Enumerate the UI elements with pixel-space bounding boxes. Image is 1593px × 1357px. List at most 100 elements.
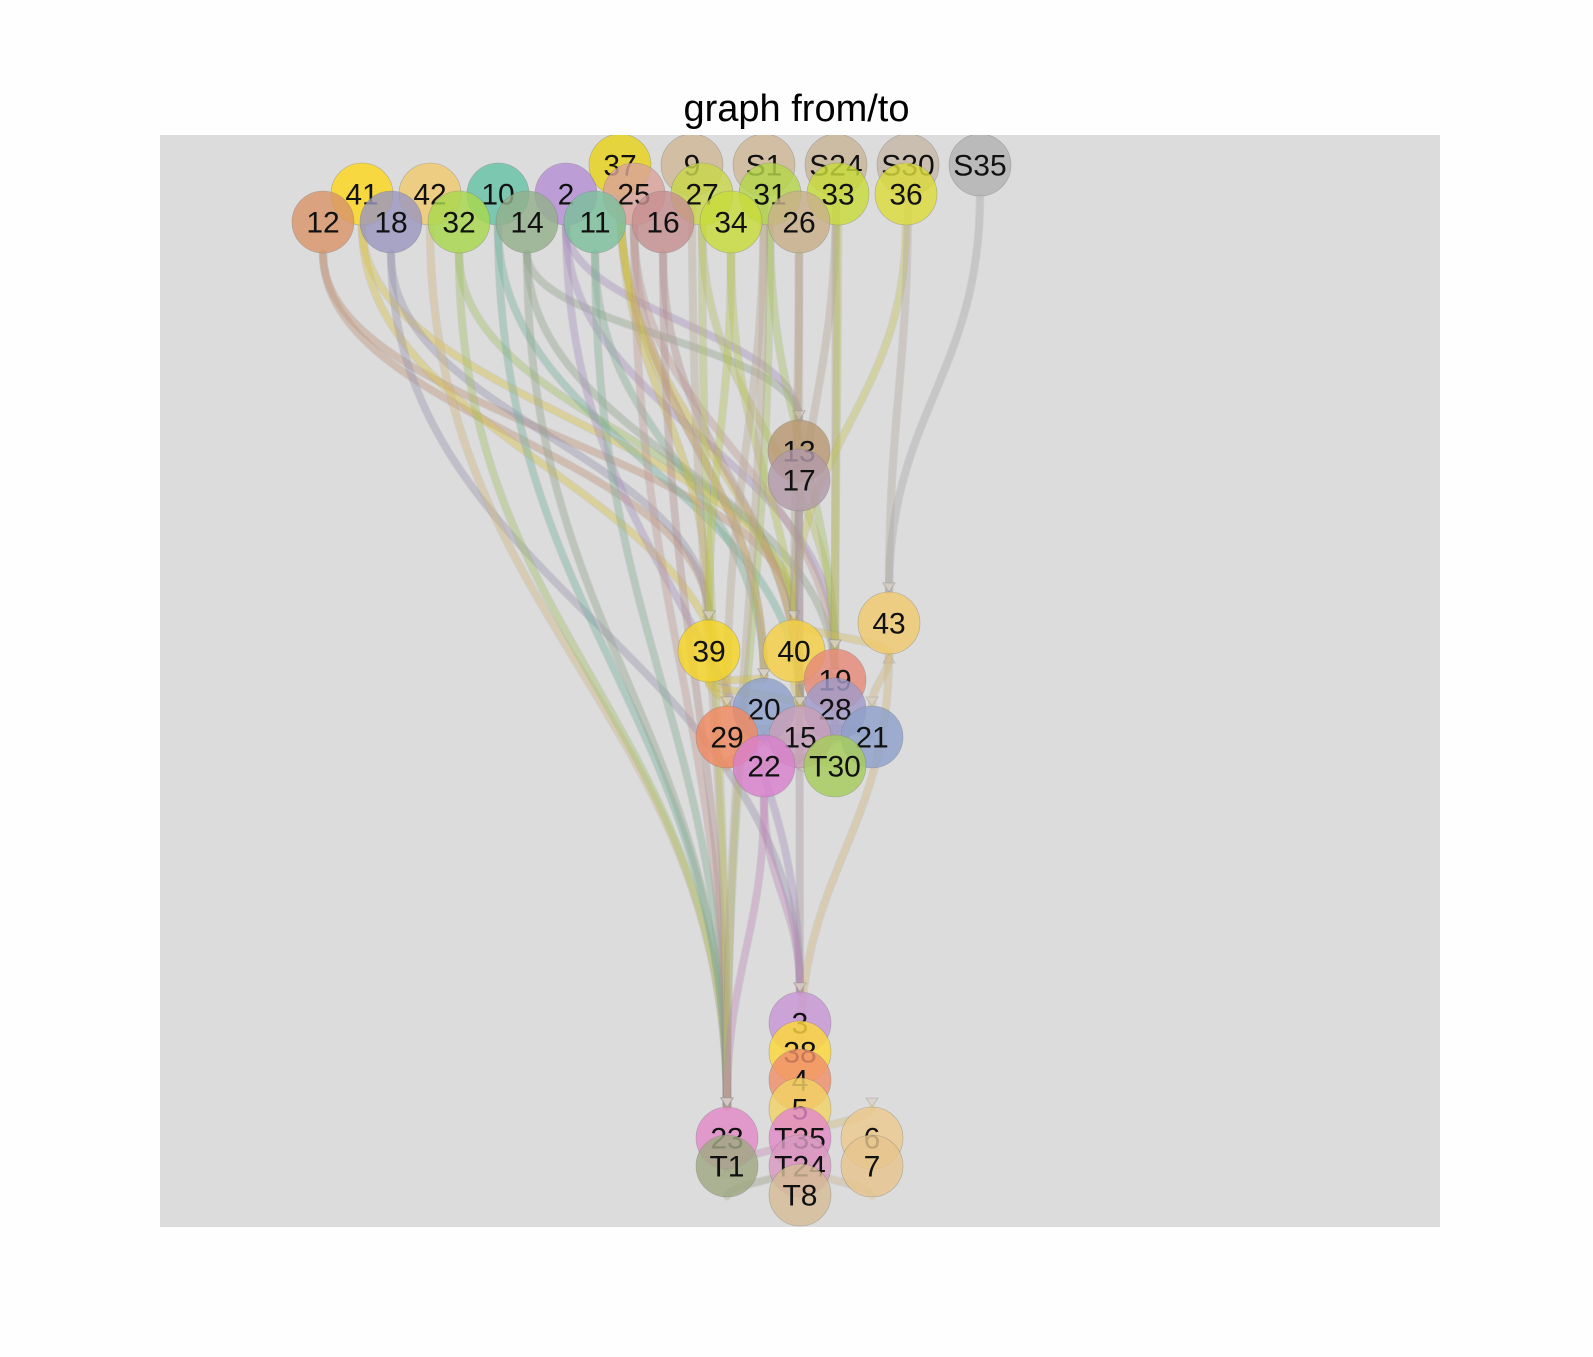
edge-outline xyxy=(722,195,769,707)
edge-outline xyxy=(830,195,841,650)
edge-arrowhead xyxy=(787,610,801,621)
edge-32-to-40 xyxy=(455,249,798,624)
node-14: 14 xyxy=(495,190,559,254)
node-label: 26 xyxy=(782,207,815,240)
edge-outline xyxy=(386,252,714,621)
edge-outline xyxy=(615,195,805,707)
edge-arrowhead xyxy=(757,668,771,679)
edge-outline xyxy=(386,252,805,993)
edge-25-to-23 xyxy=(630,221,731,1111)
edge-22-to-3 xyxy=(760,793,804,996)
node-circle xyxy=(803,734,867,798)
node-label: 11 xyxy=(579,207,610,240)
edge-S24-to-19 xyxy=(831,192,840,653)
edge-outline xyxy=(704,252,736,621)
node-label: S35 xyxy=(953,150,1006,183)
edge-arrowhead xyxy=(792,410,806,421)
node-12: 12 xyxy=(291,190,355,254)
edge-outline xyxy=(318,252,799,621)
edge-outline xyxy=(629,224,840,679)
edge-arrowhead xyxy=(865,696,879,707)
edge-outline xyxy=(629,224,732,1108)
edge-S30-to-43 xyxy=(885,192,912,596)
edge-arrowhead xyxy=(793,982,807,993)
node-circle xyxy=(767,190,831,254)
plot-panel: 379S1S24S30S3541421022527313336121832141… xyxy=(160,135,1440,1227)
node-label: 7 xyxy=(864,1151,881,1184)
node-label: 18 xyxy=(374,207,407,240)
edge-outline xyxy=(722,224,775,1108)
edge-arrowhead xyxy=(882,582,896,593)
edge-outline xyxy=(590,252,732,1108)
node-circle xyxy=(563,190,627,254)
node-34: 34 xyxy=(699,190,763,254)
edge-12-to-39 xyxy=(319,249,713,624)
node-circle xyxy=(695,1134,759,1198)
node-label: 14 xyxy=(510,207,543,240)
edge-16-to-23 xyxy=(659,249,731,1111)
node-11: 11 xyxy=(563,190,627,254)
edge-S24-to-40 xyxy=(790,192,840,624)
network-graph: 379S1S24S30S3541421022527313336121832141… xyxy=(291,135,1012,1227)
node-circle xyxy=(767,448,831,512)
edge-outline xyxy=(318,252,714,621)
edge-outline xyxy=(884,195,913,593)
edge-arrowhead xyxy=(882,653,896,664)
edge-18-to-3 xyxy=(387,249,804,996)
edge-25-to-28 xyxy=(630,221,839,682)
node-22: 22 xyxy=(732,734,796,798)
node-label: 34 xyxy=(714,207,747,240)
node-T1: T1 xyxy=(695,1134,759,1198)
edge-outline xyxy=(615,195,769,679)
edge-37-to-39 xyxy=(616,192,713,624)
node-label: T8 xyxy=(782,1180,817,1213)
node-39: 39 xyxy=(677,619,741,683)
node-T8: T8 xyxy=(768,1163,832,1227)
node-circle xyxy=(699,190,763,254)
edge-outline xyxy=(561,224,805,993)
edge-outline xyxy=(789,224,911,621)
edge-outline xyxy=(425,224,732,1108)
node-T30: T30 xyxy=(803,734,867,798)
node-label: 36 xyxy=(889,179,922,212)
edge-outline xyxy=(454,252,732,1108)
edge-arrowhead xyxy=(720,696,734,707)
edge-14-to-23 xyxy=(523,249,731,1111)
node-layer: 379S1S24S30S3541421022527313336121832141… xyxy=(291,135,1012,1227)
edge-2-to-3 xyxy=(562,221,804,996)
node-circle xyxy=(631,190,695,254)
node-label: 39 xyxy=(692,636,725,669)
edge-outline xyxy=(722,195,769,1108)
edge-12-to-40 xyxy=(319,249,798,624)
edge-outline xyxy=(615,195,714,621)
edge-37-to-15 xyxy=(616,192,804,710)
node-circle xyxy=(427,190,491,254)
node-32: 32 xyxy=(427,190,491,254)
node-label: 17 xyxy=(782,465,815,498)
edge-outline xyxy=(454,252,799,621)
node-circle xyxy=(732,734,796,798)
edge-outline xyxy=(561,224,804,421)
node-circle xyxy=(857,591,921,655)
node-label: 22 xyxy=(747,751,780,784)
edge-arrowhead xyxy=(720,1097,734,1108)
edge-outline xyxy=(658,252,732,1108)
edge-arrowhead xyxy=(865,1097,879,1108)
node-circle xyxy=(840,1134,904,1198)
edge-33-to-19 xyxy=(831,221,842,653)
edge-14-to-13 xyxy=(523,249,803,424)
edge-outline xyxy=(522,252,840,679)
edge-2-to-13 xyxy=(562,221,803,424)
node-S35: S35 xyxy=(948,135,1012,197)
node-circle xyxy=(677,619,741,683)
edge-34-to-39 xyxy=(705,249,735,624)
edge-layer xyxy=(318,192,985,1201)
edge-42-to-23 xyxy=(426,221,731,1111)
node-17: 17 xyxy=(767,448,831,512)
edge-11-to-23 xyxy=(591,249,731,1111)
node-circle xyxy=(291,190,355,254)
edge-18-to-39 xyxy=(387,249,713,624)
node-18: 18 xyxy=(359,190,423,254)
edge-outline xyxy=(522,252,732,1108)
node-circle xyxy=(359,190,423,254)
